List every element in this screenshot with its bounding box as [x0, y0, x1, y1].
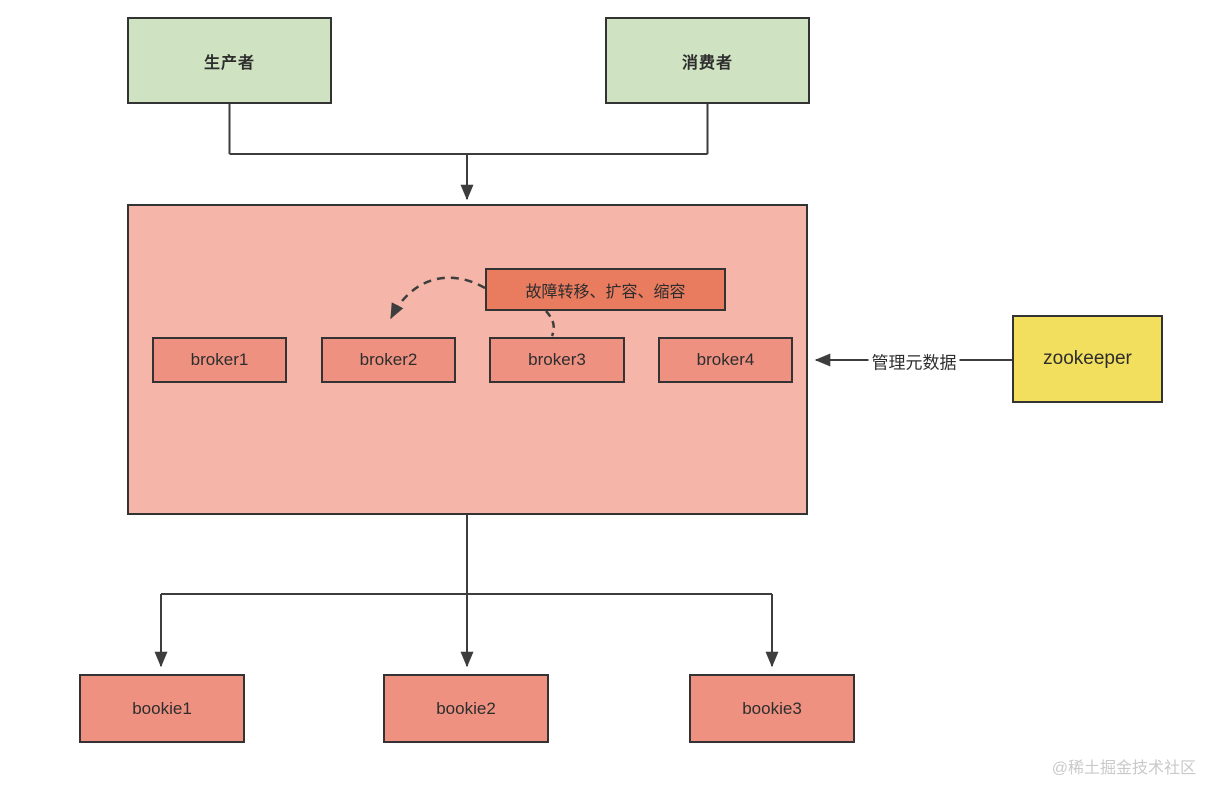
bookie1-label: bookie1 [132, 698, 192, 718]
cluster-note-box: 故障转移、扩容、缩容 [485, 268, 726, 311]
broker4-box: broker4 [658, 337, 793, 383]
producer-box: 生产者 [127, 17, 332, 104]
bookie3-box: bookie3 [689, 674, 855, 743]
consumer-label: 消费者 [681, 54, 733, 72]
zookeeper-box: zookeeper [1012, 315, 1163, 403]
bookie3-label: bookie3 [742, 698, 802, 718]
metadata-edge-label: 管理元数据 [868, 348, 960, 374]
bookie2-box: bookie2 [383, 674, 549, 743]
broker1-box: broker1 [152, 337, 287, 383]
broker2-label: broker2 [359, 350, 418, 369]
consumer-box: 消费者 [605, 17, 810, 104]
watermark: @稀土掘金技术社区 [1051, 760, 1196, 777]
cluster-note-label: 故障转移、扩容、缩容 [525, 283, 686, 301]
broker2-box: broker2 [321, 337, 456, 383]
broker1-label: broker1 [190, 350, 249, 369]
broker3-box: broker3 [489, 337, 625, 383]
producer-label: 生产者 [203, 54, 255, 72]
bookie2-label: bookie2 [436, 698, 496, 718]
broker4-label: broker4 [696, 350, 755, 369]
zookeeper-label: zookeeper [1043, 348, 1132, 369]
bookie1-box: bookie1 [79, 674, 245, 743]
broker3-label: broker3 [528, 350, 586, 369]
